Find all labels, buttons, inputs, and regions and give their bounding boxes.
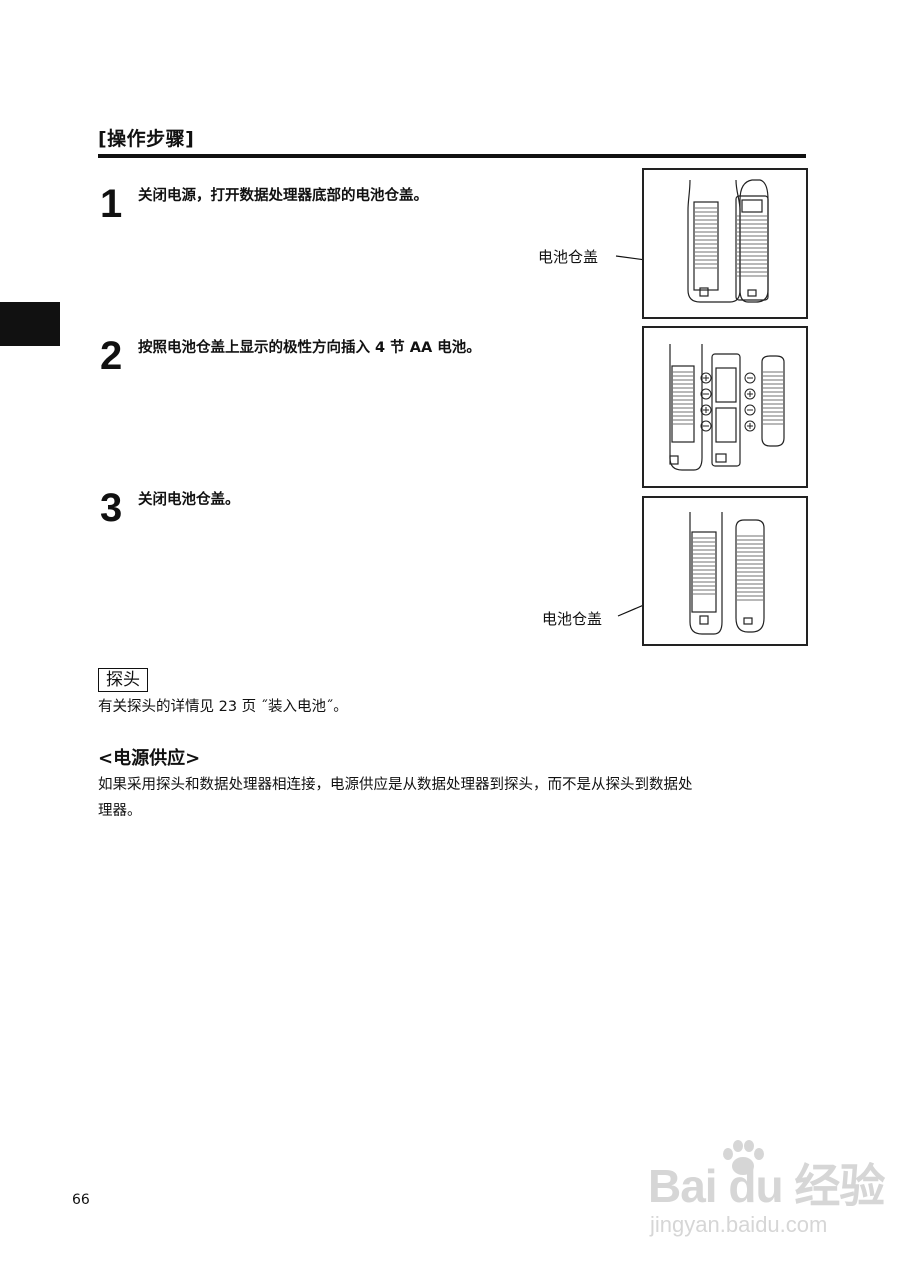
polarity-minus-icon (700, 420, 712, 432)
power-text-line-1: 如果采用探头和数据处理器相连接，电源供应是从数据处理器到探头，而不是从探头到数据… (98, 777, 693, 793)
step-1-text: 关闭电源，打开数据处理器底部的电池仓盖。 (138, 188, 428, 204)
section-title: [操作步骤] (98, 128, 195, 150)
power-heading: <电源供应> (98, 748, 201, 769)
watermark-url: jingyan.baidu.com (650, 1212, 828, 1237)
figure-open-cover (642, 168, 808, 319)
title-rule (98, 154, 806, 158)
probe-note-text: 有关探头的详情见 23 页 ˝装入电池˝。 (98, 699, 348, 715)
polarity-plus-icon (744, 420, 756, 432)
polarity-plus-icon (700, 404, 712, 416)
step-2-text: 按照电池仓盖上显示的极性方向插入 4 节 AA 电池。 (138, 340, 481, 356)
paw-icon (723, 1140, 764, 1175)
watermark-brand: Bai du 经验 (648, 1160, 885, 1212)
polarity-plus-icon (744, 388, 756, 400)
step-3-number: 3 (100, 486, 123, 530)
page-number: 66 (72, 1192, 90, 1208)
figure-insert-batteries (642, 326, 808, 488)
polarity-plus-icon (700, 372, 712, 384)
step-3-text: 关闭电池仓盖。 (138, 492, 240, 508)
chapter-tab (0, 302, 60, 346)
step-2-number: 2 (100, 334, 123, 378)
step-3-callout: 电池仓盖 (542, 610, 603, 628)
step-1-number: 1 (100, 182, 123, 226)
polarity-minus-icon (744, 404, 756, 416)
polarity-minus-icon (744, 372, 756, 384)
figure-closed-cover (642, 496, 808, 646)
probe-label-box: 探头 (98, 668, 148, 692)
step-1-callout: 电池仓盖 (538, 248, 599, 266)
power-text-line-2: 理器。 (98, 803, 142, 819)
polarity-minus-icon (700, 388, 712, 400)
